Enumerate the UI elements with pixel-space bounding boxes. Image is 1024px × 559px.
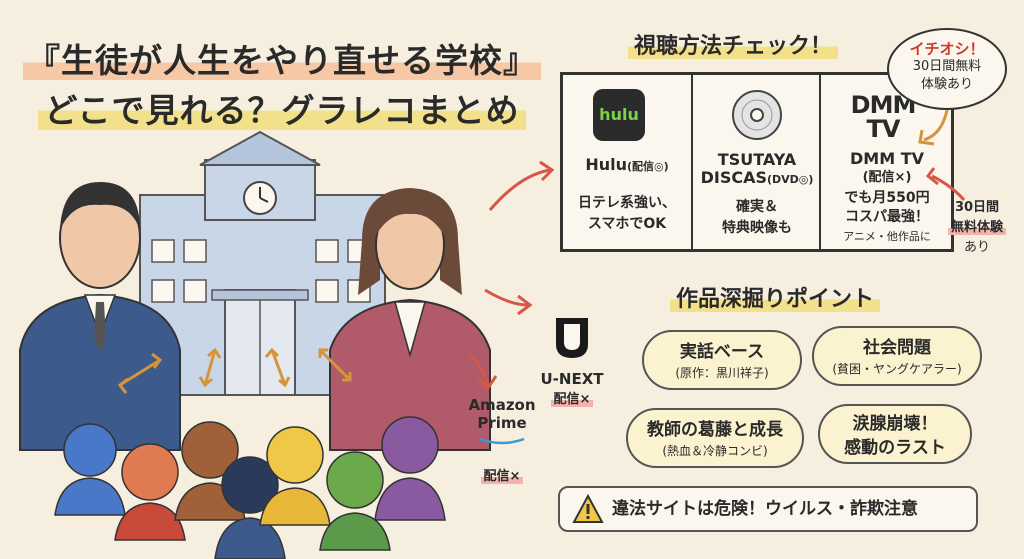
bubble-pick: イチオシ！ <box>909 40 985 58</box>
point-item: 社会問題 (貧困・ヤングケアラー) <box>812 326 982 386</box>
dvd-icon <box>732 90 782 140</box>
service-note-dmm: アニメ・他作品に <box>843 230 931 243</box>
interaction-arrows <box>117 347 352 394</box>
service-status-hulu: (配信◎) <box>627 160 669 173</box>
bubble-arrow-icon <box>918 109 966 201</box>
female-teacher-illustration <box>329 188 491 451</box>
service-card-tsutaya[interactable]: TSUTAYA DISCAS(DVD◎) 確実＆ 特典映像も <box>691 75 819 249</box>
service-name-hulu: Hulu(配信◎) <box>585 155 669 174</box>
service-desc-hulu: 日テレ系強い、 スマホでOK <box>578 195 676 232</box>
point-item: 実話ベース (原作：黒川祥子) <box>642 330 802 390</box>
amazon-status: 配信× <box>480 469 524 484</box>
service-arrows <box>468 160 555 391</box>
free-trial-note: 30日間 無料体験 あり <box>932 198 1022 258</box>
title-line2: どこで見れる？グラレコまとめ <box>38 91 526 130</box>
warning-icon <box>572 494 604 523</box>
points-section-heading: 作品深掘りポイント <box>650 282 900 318</box>
viewing-methods-panel: hulu Hulu(配信◎) 日テレ系強い、 スマホでOK TSUTAYA DI… <box>560 72 954 252</box>
service-status-tsutaya: (DVD◎) <box>766 173 814 186</box>
students-illustration <box>54 416 446 559</box>
point-item: 教師の葛藤と成長 (熱血＆冷静コンビ) <box>626 408 804 468</box>
hulu-logo: hulu <box>593 89 645 141</box>
service-amazon-prime[interactable]: Amazon Prime 配信× <box>462 396 542 484</box>
service-card-hulu[interactable]: hulu Hulu(配信◎) 日テレ系強い、 スマホでOK <box>563 75 691 249</box>
school-scene-illustration <box>19 130 555 559</box>
check-heading-text: 視聴方法チェック！ <box>627 34 838 59</box>
service-name-dmm: DMM TV (配信×) <box>821 149 953 187</box>
title-line1: 『生徒が人生をやり直せる学校』 <box>23 41 541 80</box>
bubble-line2: 体験あり <box>920 77 973 92</box>
amazon-smile-icon <box>479 437 525 445</box>
service-unext[interactable]: U-NEXT 配信× <box>536 316 608 407</box>
bubble-line1: 30日間無料 <box>912 59 982 74</box>
service-desc-dmm: でも月550円 コスパ最強！ アニメ・他作品に <box>821 189 953 246</box>
warning-text: 違法サイトは危険！ウイルス・詐欺注意 <box>612 499 918 519</box>
warning-banner: 違法サイトは危険！ウイルス・詐欺注意 <box>558 486 978 532</box>
service-status-dmm: (配信×) <box>862 170 912 185</box>
unext-logo-icon <box>556 318 588 358</box>
amazon-name: Amazon Prime <box>468 396 536 432</box>
unext-name: U-NEXT <box>540 370 604 388</box>
service-name-tsutaya: TSUTAYA DISCAS(DVD◎) <box>700 150 814 187</box>
check-section-heading: 視聴方法チェック！ <box>618 30 848 64</box>
recommend-bubble: イチオシ！ 30日間無料 体験あり <box>887 28 1007 110</box>
male-teacher-illustration <box>19 182 181 451</box>
unext-status: 配信× <box>550 392 594 407</box>
page-title: 『生徒が人生をやり直せる学校』 どこで見れる？グラレコまとめ <box>22 36 542 136</box>
service-desc-tsutaya: 確実＆ 特典映像も <box>722 199 792 236</box>
point-item: 涙腺崩壊！ 感動のラスト <box>818 404 972 464</box>
points-heading-text: 作品深掘りポイント <box>669 287 880 312</box>
